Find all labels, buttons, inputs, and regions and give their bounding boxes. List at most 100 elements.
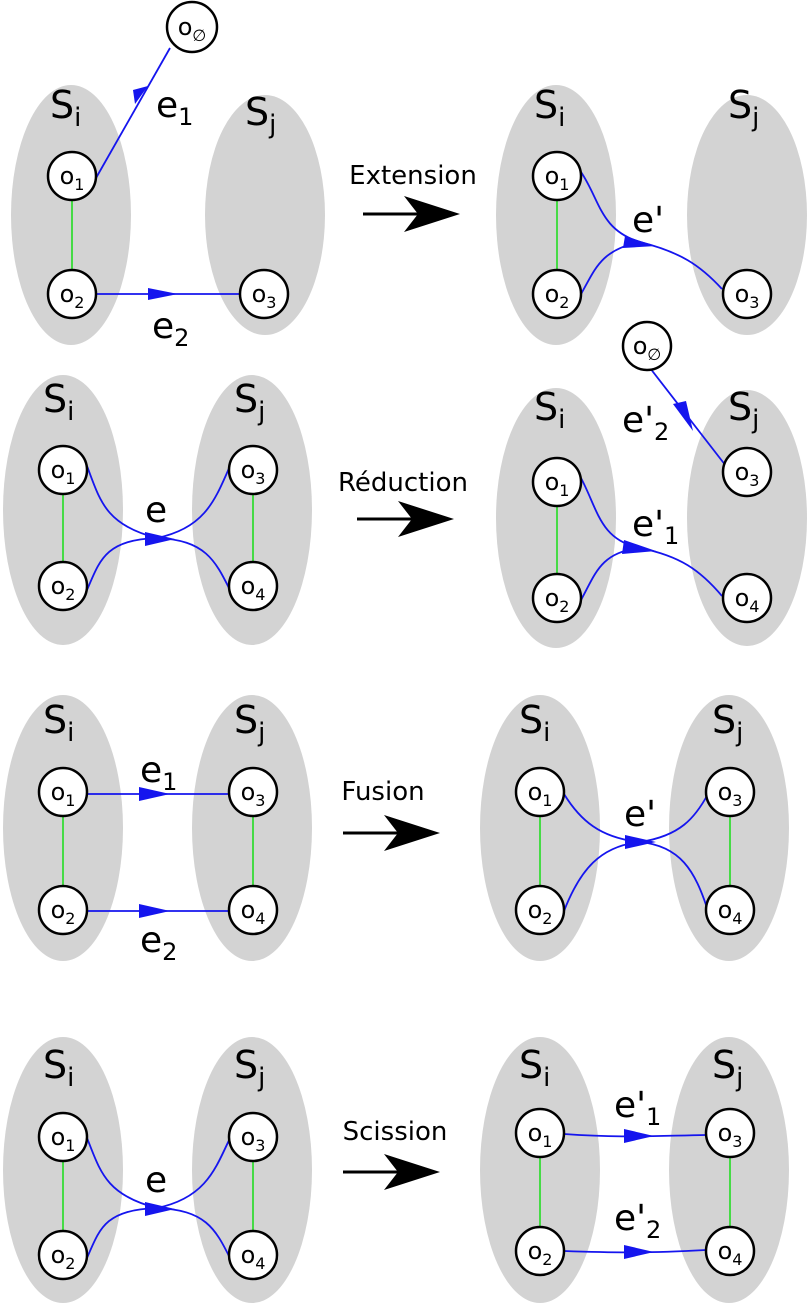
node-label: o2 [51,1241,76,1273]
edge-arrowhead [673,401,693,431]
edge-label: e1 [156,85,193,131]
set-ellipse-right [669,1037,789,1303]
edge-label: e2 [140,920,177,966]
node-label: o2 [60,280,85,312]
transformation-label: Scission [343,1117,448,1147]
node-label: o1 [528,1119,553,1151]
node-label: o∅ [178,13,207,45]
node-label: o3 [735,280,760,312]
set-label-right: Sj [234,377,265,427]
edge-line [95,47,171,179]
set-ellipse-left [11,85,131,345]
node-label: o3 [252,280,277,312]
set-ellipse-right [192,695,312,961]
edge-arrowhead [148,288,178,300]
edge-label: e [145,490,167,531]
node-circle [721,268,773,320]
set-label-left: Si [534,83,565,133]
node-circle [37,1111,89,1163]
node-label: o4 [735,584,760,616]
node-label: o2 [51,572,76,604]
node-label: o1 [51,778,76,810]
set-ellipse-right [192,1037,312,1303]
node-label: o4 [718,896,743,928]
fusion-after: Si Sj o1 o2 o3 o4 e' [480,695,789,961]
node-label: o4 [718,1237,743,1269]
node-label: o2 [545,584,570,616]
node-circle [46,150,98,202]
node-label: o3 [241,1123,266,1155]
set-label-right: Sj [234,698,265,748]
edge-arrowhead [145,1202,175,1216]
set-label-left: Si [43,1043,74,1093]
node-label: o3 [241,456,266,488]
node-circle [514,1107,566,1159]
node-circle [721,572,773,624]
node-circle [227,1111,279,1163]
scission-before: Si Sj o1 o2 o3 o4 e [3,1037,312,1303]
node-label: o4 [241,1241,266,1273]
node-label: o1 [51,1123,76,1155]
set-ellipse-left [496,85,616,345]
node-circle [37,444,89,496]
node-circle [238,268,290,320]
node-label: o3 [718,778,743,810]
node-circle [704,1107,756,1159]
set-label-left: Si [43,377,74,427]
set-label-right: Sj [728,83,759,133]
edge-arrowhead [623,236,656,248]
node-circle [37,1229,89,1281]
node-circle [531,572,583,624]
node-label: o2 [528,896,553,928]
edge-label: e2 [152,306,189,352]
node-circle [514,766,566,818]
transformation-label: Extension [349,161,477,191]
edge-label: e [145,1160,167,1201]
node-circle [704,1225,756,1277]
node-circle [227,560,279,612]
node-label: o1 [528,778,553,810]
node-label: o1 [51,456,76,488]
node-label: o1 [545,162,570,194]
edge-label: e'2 [614,1198,661,1244]
node-circle [227,1229,279,1281]
edge-arrowhead [624,1129,654,1143]
reduction-after: Si Sj o1 o2 o3 o4 o∅ e'1 e'2 [496,320,807,648]
node-circle [721,446,773,498]
node-circle [37,884,89,936]
edge-arrowhead [625,835,656,849]
edge-arrowhead [133,86,148,104]
node-circle [165,0,219,54]
set-ellipse-right [669,695,789,961]
edge-label: e'2 [622,400,669,446]
node-circle [704,766,756,818]
edge-label: e' [632,200,664,241]
node-circle [704,884,756,936]
fusion-before: Si Sj o1 o2 o3 o4 e1 e2 [3,695,312,966]
node-label: o3 [241,778,266,810]
set-label-right: Sj [245,90,276,140]
node-label: o3 [718,1119,743,1151]
set-label-left: Si [534,385,565,435]
edge-arrowhead [139,787,170,801]
set-ellipse-right [192,375,312,645]
edge-arrowhead [145,532,175,546]
node-label: o1 [545,468,570,500]
node-circle [514,884,566,936]
node-label: o3 [735,458,760,490]
edge-label: e1 [140,750,177,796]
set-label-right: Sj [234,1043,265,1093]
extension-after: Si Sj o1 o2 o3 e' [496,83,807,345]
scission-after: Si Sj o1 o2 o3 o4 e'1 e'2 [480,1037,789,1303]
set-ellipse-left [496,388,616,648]
node-label: o4 [241,896,266,928]
edge-arrowhead [622,540,656,554]
set-ellipse-right [687,95,807,335]
node-circle [227,444,279,496]
node-circle [531,456,583,508]
edge-label: e' [624,794,656,835]
edge-arrowhead [139,904,170,918]
node-label: o2 [528,1237,553,1269]
node-circle [531,268,583,320]
